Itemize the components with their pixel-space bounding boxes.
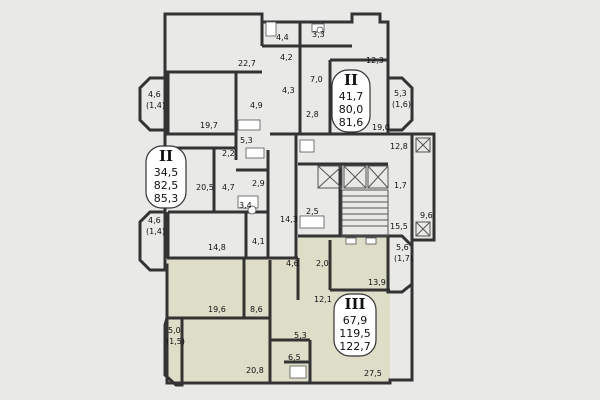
apt2-area-living: 41,7 xyxy=(339,90,364,103)
room-area: 6,5 xyxy=(288,353,301,362)
room-area: 19,0 xyxy=(372,123,390,132)
room-area: 19,6 xyxy=(208,305,226,314)
room-area: 12,3 xyxy=(366,56,384,65)
apt1-rooms: II xyxy=(159,147,173,165)
room-area: 12,8 xyxy=(390,142,408,151)
room-area: 22,7 xyxy=(238,59,256,68)
apartment-badge-apt3: III 67,9 119,5 122,7 xyxy=(333,293,377,357)
balcony-reduced: (1,4) xyxy=(146,227,165,236)
apartment-badge-apt2: II 41,7 80,0 81,6 xyxy=(331,69,371,133)
room-area: 20,5 xyxy=(196,183,214,192)
room-area: 5,3 xyxy=(294,331,307,340)
apt3-area-total: 119,5 xyxy=(339,327,371,340)
balcony-area: 5,6 xyxy=(396,243,409,252)
balcony-labels: 4,6 (1,4) 5,3 (1,6) 4,6 (1,4) 5,6 (1,7) … xyxy=(146,89,433,346)
room-area: 2,5 xyxy=(306,207,319,216)
room-area: 4,4 xyxy=(276,33,289,42)
balcony-reduced: (1,6) xyxy=(392,100,411,109)
apt3-area-living: 67,9 xyxy=(343,314,368,327)
room-area: 5,3 xyxy=(240,136,253,145)
room-area: 9,6 xyxy=(420,211,433,220)
apt3-area-total-balcony: 122,7 xyxy=(339,340,371,353)
balcony-reduced: (1,4) xyxy=(146,101,165,110)
room-area: 8,6 xyxy=(250,305,263,314)
room-area: 4,9 xyxy=(250,101,263,110)
balcony-area: 4,6 xyxy=(148,216,161,225)
room-labels: 4,4 3,3 4,2 22,7 12,3 7,0 4,3 4,9 2,8 19… xyxy=(196,30,408,378)
apt2-area-total: 80,0 xyxy=(339,103,364,116)
room-area: 27,5 xyxy=(364,369,382,378)
room-area: 2,2 xyxy=(222,149,235,158)
apt1-area-living: 34,5 xyxy=(154,166,179,179)
room-area: 2,8 xyxy=(306,110,319,119)
elevators xyxy=(317,137,431,237)
room-area: 13,9 xyxy=(368,278,386,287)
apt1-area-total: 82,5 xyxy=(154,179,179,192)
apt2-area-total-balcony: 81,6 xyxy=(339,116,364,129)
room-area: 14,8 xyxy=(208,243,226,252)
room-area: 4,1 xyxy=(252,237,265,246)
apt1-area-total-balcony: 85,3 xyxy=(154,192,179,205)
apartment-badge-apt1: II 34,5 82,5 85,3 xyxy=(145,145,187,209)
apt3-rooms: III xyxy=(344,295,365,313)
fixtures xyxy=(237,21,377,379)
balcony-area: 5,0 xyxy=(168,326,181,335)
room-area: 4,3 xyxy=(282,86,295,95)
balcony-area: 5,3 xyxy=(394,89,407,98)
balcony-reduced: (1,7) xyxy=(394,254,413,263)
room-area: 2,9 xyxy=(252,179,265,188)
room-area: 12,1 xyxy=(314,295,332,304)
apartment-3-highlight xyxy=(167,236,390,383)
room-area: 14,3 xyxy=(280,215,298,224)
room-area: 3,3 xyxy=(312,30,325,39)
room-area: 3,4 xyxy=(239,201,252,210)
room-area: 4,7 xyxy=(222,183,235,192)
room-area: 15,5 xyxy=(390,222,408,231)
room-area: 4,2 xyxy=(280,53,293,62)
interior-walls xyxy=(163,22,390,383)
balcony-reduced: (1,5) xyxy=(166,337,185,346)
balcony-area: 4,6 xyxy=(148,90,161,99)
stairwell xyxy=(341,189,389,237)
room-area: 7,0 xyxy=(310,75,323,84)
room-area: 1,7 xyxy=(394,181,407,190)
room-area: 19,7 xyxy=(200,121,218,130)
apt2-rooms: II xyxy=(344,71,358,89)
room-area: 4,6 xyxy=(286,259,299,268)
room-area: 20,8 xyxy=(246,366,264,375)
room-area: 2,0 xyxy=(316,259,329,268)
